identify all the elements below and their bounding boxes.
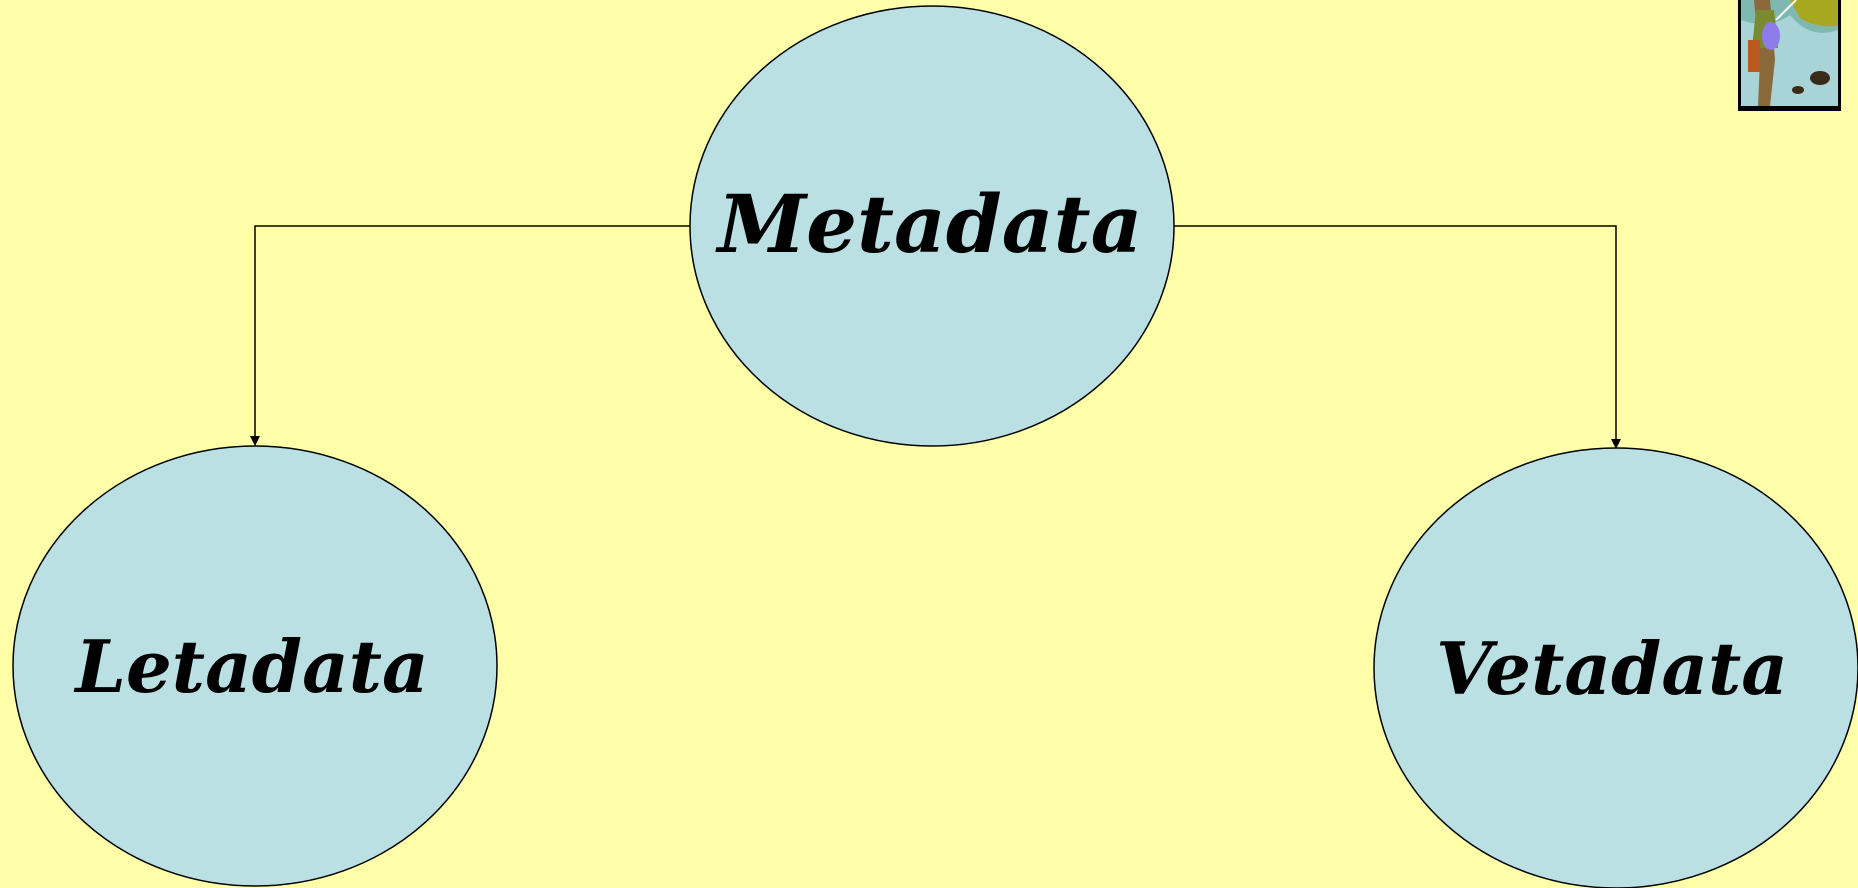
connector-metadata-to-letadata	[250, 225, 691, 446]
node-metadata: Metadata	[689, 5, 1175, 447]
node-vetadata-label: Vetadata	[1436, 626, 1788, 711]
node-vetadata-ellipse	[1373, 447, 1858, 888]
fisherman-clipart-icon	[1738, 0, 1841, 111]
node-letadata-ellipse	[12, 445, 498, 887]
node-metadata-ellipse	[689, 5, 1175, 447]
node-vetadata: Vetadata	[1373, 447, 1858, 888]
node-metadata-label: Metadata	[715, 177, 1143, 271]
node-letadata: Letadata	[12, 445, 498, 887]
node-letadata-label: Letadata	[73, 624, 428, 709]
connector-metadata-to-vetadata	[1174, 225, 1621, 449]
